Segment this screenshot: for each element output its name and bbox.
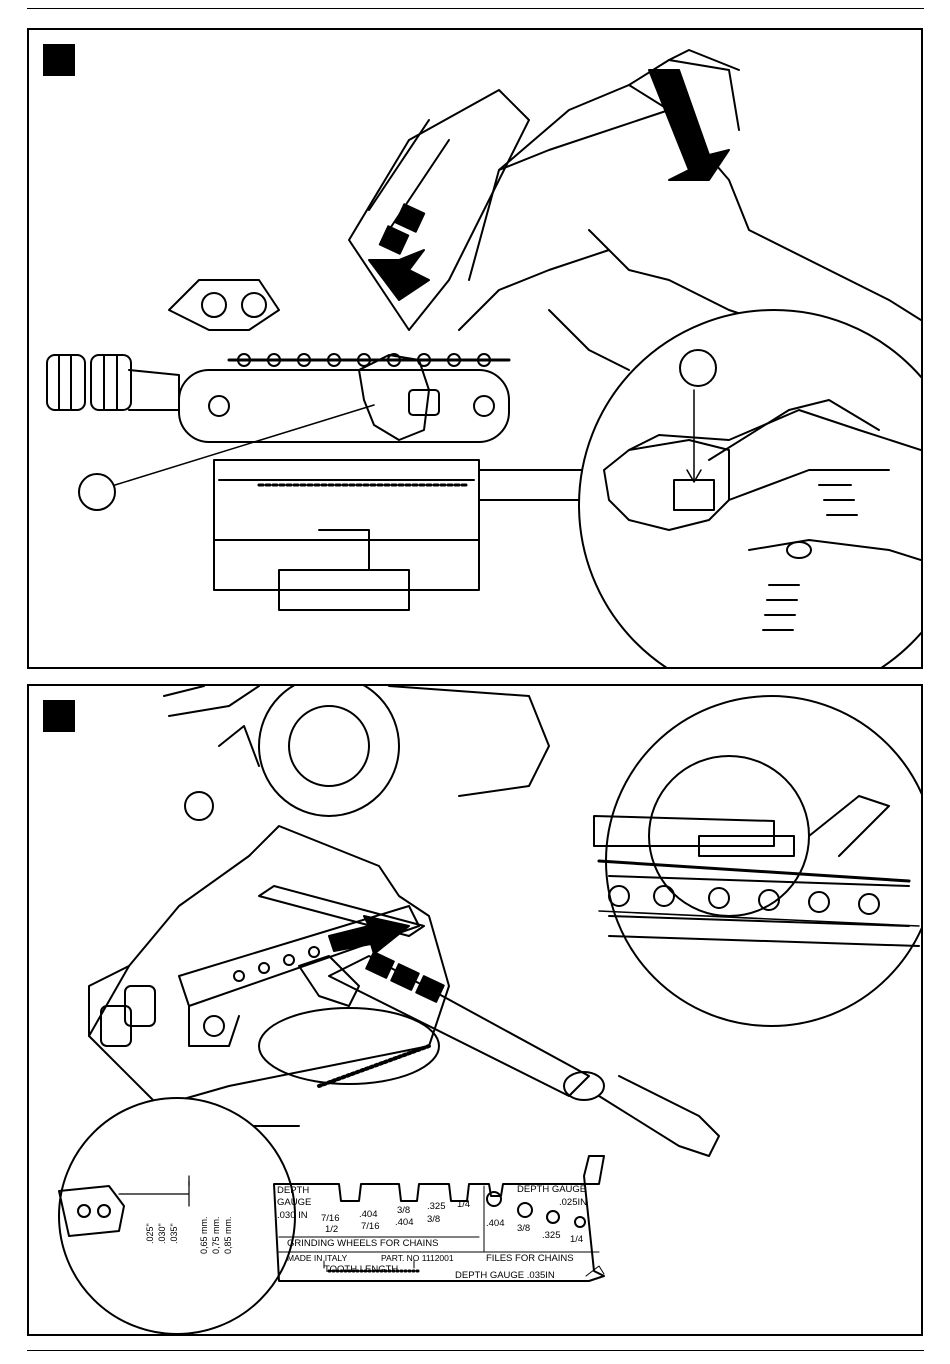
gauge-files-for-chains: FILES FOR CHAINS [486,1253,574,1264]
gauge-files-2: 3/8 [517,1223,530,1234]
gauge-depth-left-3: .030 IN [277,1210,308,1221]
measure-inch-3: .035" [169,1223,179,1244]
gauge-tooth-length: TOOTH LENGTH [324,1264,398,1275]
gauge-depth-right-2: .025IN [559,1197,587,1208]
panel-top [27,28,923,669]
gauge-wheel-row1-5: 1/4 [457,1199,470,1210]
gauge-depth-left-1: DEPTH [277,1185,309,1196]
gauge-wheel-row1-4: .325 [427,1201,446,1212]
bottom-rule [27,1350,924,1351]
gauge-made-in: MADE IN ITALY [287,1253,347,1263]
measure-mm-1: 0,65 mm. [199,1216,209,1254]
gauge-files-4: 1/4 [570,1234,583,1245]
illustration-chain-grinder-bottom: DEPTH GAUGE .030 IN 7/16 .404 3/8 .325 1… [29,686,921,1334]
gauge-depth-bottom: DEPTH GAUGE .035IN [455,1270,555,1281]
gauge-wheel-row1-2: .404 [359,1209,378,1220]
measure-mm-3: 0,85 mm. [223,1216,233,1254]
gauge-wheel-row1-1: 7/16 [321,1213,340,1224]
gauge-part-no: PART. NO 1112001 [381,1253,454,1263]
gauge-files-3: .325 [542,1230,561,1241]
illustration-chain-grinder-top [29,30,921,667]
panel-bottom: DEPTH GAUGE .030 IN 7/16 .404 3/8 .325 1… [27,684,923,1336]
gauge-depth-left-2: GAUGE [277,1197,311,1208]
gauge-wheel-row2-2: 7/16 [361,1221,380,1232]
gauge-grinding-wheels: GRINDING WHEELS FOR CHAINS [287,1238,439,1249]
top-rule [27,8,924,9]
gauge-files-1: .404 [486,1218,505,1229]
measure-inch-2: .030" [157,1223,167,1244]
gauge-wheel-row2-1: 1/2 [325,1224,338,1235]
measure-inch-1: .025" [145,1223,155,1244]
gauge-wheel-row2-3: .404 [395,1217,414,1228]
gauge-depth-right-1: DEPTH GAUGE [517,1184,586,1195]
gauge-wheel-row1-3: 3/8 [397,1205,410,1216]
measure-mm-2: 0,75 mm. [211,1216,221,1254]
gauge-wheel-row2-4: 3/8 [427,1214,440,1225]
